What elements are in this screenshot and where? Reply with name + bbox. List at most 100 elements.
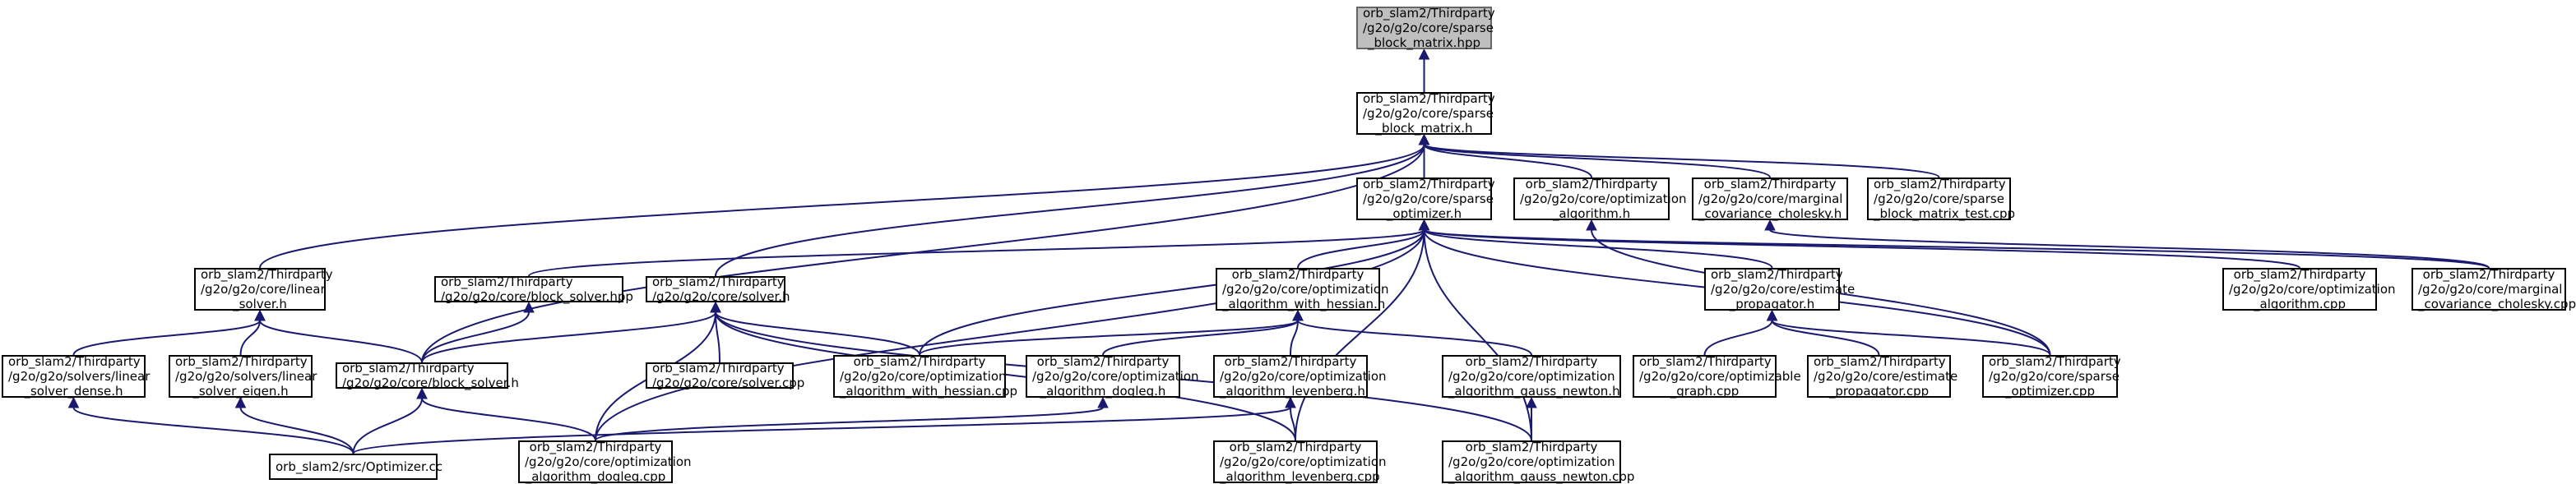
node-optimization-algorithm-dogleg-cpp[interactable]: orb_slam2/Thirdparty/g2o/g2o/core/optimi… (518, 440, 692, 484)
node-optimization-algorithm-with-hessian-cpp[interactable]: orb_slam2/Thirdparty/g2o/g2o/core/optimi… (833, 354, 1018, 399)
node-label-line: _block_matrix_test.cpp (1874, 206, 2016, 221)
dependency-arrowhead (234, 396, 247, 408)
node-marginal-covariance-cholesky-cpp[interactable]: orb_slam2/Thirdparty/g2o/g2o/core/margin… (2412, 267, 2576, 311)
node-label-line: /g2o/g2o/core/optimization (1220, 454, 1387, 469)
node-marginal-covariance-cholesky-h[interactable]: orb_slam2/Thirdparty/g2o/g2o/core/margin… (1692, 177, 1848, 221)
node-label-line: orb_slam2/src/Optimizer.cc (276, 459, 443, 474)
node-sparse-optimizer-cpp[interactable]: orb_slam2/Thirdparty/g2o/g2o/core/sparse… (1982, 354, 2121, 399)
dependency-edge (1297, 320, 1532, 356)
node-optimization-algorithm-gauss-newton-cpp[interactable]: orb_slam2/Thirdparty/g2o/g2o/core/optimi… (1442, 440, 1634, 484)
dependency-edge (1771, 320, 1880, 356)
dependency-arrowhead (1418, 48, 1430, 60)
node-label-line: /g2o/g2o/core/sparse (1989, 369, 2120, 384)
node-label-line: orb_slam2/Thirdparty (1874, 177, 2006, 191)
dependency-edge (239, 320, 261, 356)
node-label-line: /g2o/g2o/core/block_solver.hpp (441, 289, 633, 304)
node-sparse-block-matrix-test-cpp[interactable]: orb_slam2/Thirdparty/g2o/g2o/core/sparse… (1867, 177, 2016, 221)
node-label-line: _covariance_cholesky.h (1698, 206, 1842, 221)
node-label-line: orb_slam2/Thirdparty (342, 361, 475, 376)
node-label-line: /g2o/g2o/core/optimization (1448, 369, 1615, 384)
dependency-arrowhead (1586, 219, 1597, 231)
node-label-line: /g2o/g2o/core/sparse (1363, 191, 1494, 206)
dependency-edge (919, 229, 1425, 356)
node-block-solver-hpp[interactable]: orb_slam2/Thirdparty/g2o/g2o/core/block_… (434, 274, 633, 304)
node-label-line: _algorithm_with_hessian.cpp (840, 384, 1018, 399)
dependency-arrowhead (710, 301, 721, 313)
dependency-edge (1295, 229, 1425, 441)
dependency-edge (421, 311, 716, 363)
dependency-edge (72, 320, 261, 356)
node-label-line: /g2o/g2o/core/estimate (1814, 369, 1958, 384)
node-label-line: /g2o/g2o/core/optimization (1220, 369, 1387, 384)
node-label-line: /g2o/g2o/core/sparse (1363, 21, 1494, 35)
node-optimization-algorithm-cpp[interactable]: orb_slam2/Thirdparty/g2o/g2o/core/optimi… (2222, 267, 2396, 311)
dependency-arrowhead (1097, 396, 1109, 408)
node-label-line: _solver_eigen.h (192, 384, 289, 399)
node-optimizable-graph-cpp[interactable]: orb_slam2/Thirdparty/g2o/g2o/core/optimi… (1633, 354, 1801, 399)
node-label-line: /g2o/g2o/core/optimizable (1639, 369, 1801, 384)
dependency-arrowhead (416, 387, 428, 399)
node-label-line: _optimizer.cpp (2005, 384, 2095, 399)
node-label-line: /g2o/g2o/core/sparse (1874, 191, 2004, 206)
dependency-edge (1423, 229, 2490, 269)
dependency-edge (72, 407, 354, 454)
node-label-line: _graph.cpp (1670, 384, 1740, 399)
dependency-edge (1102, 320, 1299, 356)
node-label-line: orb_slam2/Thirdparty (1989, 354, 2121, 369)
dependency-edge (919, 320, 1299, 356)
dependency-edge (595, 229, 1425, 441)
node-optimization-algorithm-levenberg-h[interactable]: orb_slam2/Thirdparty/g2o/g2o/core/optimi… (1213, 354, 1387, 399)
dependency-arrowhead (1285, 396, 1296, 408)
node-label-line: _solver_dense.h (24, 384, 123, 399)
node-label-line: orb_slam2/Thirdparty (652, 361, 785, 376)
node-label-line: orb_slam2/Thirdparty (201, 267, 333, 282)
node-optimization-algorithm-with-hessian-h[interactable]: orb_slam2/Thirdparty/g2o/g2o/core/optimi… (1216, 267, 1389, 311)
node-label-line: orb_slam2/Thirdparty (1363, 91, 1495, 106)
dependency-arrowhead (1526, 396, 1537, 408)
dependency-arrowhead (67, 396, 80, 408)
node-linear-solver-dense-h[interactable]: orb_slam2/Thirdparty/g2o/g2o/solvers/lin… (2, 354, 150, 399)
node-label-line: _block_matrix.hpp (1367, 35, 1480, 50)
node-linear-solver-eigen-h[interactable]: orb_slam2/Thirdparty/g2o/g2o/solvers/lin… (169, 354, 317, 399)
node-label-line: /g2o/g2o/core/optimization (525, 454, 692, 469)
node-label-line: orb_slam2/Thirdparty (1703, 177, 1837, 191)
node-estimate-propagator-cpp[interactable]: orb_slam2/Thirdparty/g2o/g2o/core/estima… (1807, 354, 1958, 399)
node-sparse-optimizer-h[interactable]: orb_slam2/Thirdparty/g2o/g2o/core/sparse… (1356, 177, 1495, 221)
dependency-edge (595, 407, 1104, 441)
node-estimate-propagator-h[interactable]: orb_slam2/Thirdparty/g2o/g2o/core/estima… (1704, 267, 1855, 311)
node-sparse-block-matrix-hpp: orb_slam2/Thirdparty/g2o/g2o/core/sparse… (1356, 6, 1495, 50)
node-label-line: /g2o/g2o/core/optimization (840, 369, 1007, 384)
node-sparse-block-matrix-h[interactable]: orb_slam2/Thirdparty/g2o/g2o/core/sparse… (1356, 91, 1495, 136)
node-label-line: /g2o/g2o/core/solver.h (652, 289, 790, 304)
node-label-line: _algorithm_levenberg.cpp (1220, 469, 1380, 484)
node-label-line: orb_slam2/Thirdparty (175, 354, 308, 369)
dependency-edge (1423, 144, 1592, 178)
node-optimization-algorithm-levenberg-cpp[interactable]: orb_slam2/Thirdparty/g2o/g2o/core/optimi… (1213, 440, 1387, 484)
dependency-edge (1423, 229, 1773, 269)
node-label-line: /g2o/g2o/core/block_solver.h (342, 376, 519, 390)
node-label-line: /g2o/g2o/core/sparse (1363, 106, 1494, 121)
node-label-line: orb_slam2/Thirdparty (1639, 354, 1772, 369)
node-label-line: /g2o/g2o/core/optimization (1222, 282, 1389, 297)
node-solver-h[interactable]: orb_slam2/Thirdparty/g2o/g2o/core/solver… (646, 274, 790, 304)
node-optimizer-cc[interactable]: orb_slam2/src/Optimizer.cc (269, 454, 443, 480)
node-label-line: orb_slam2/Thirdparty (1814, 354, 1946, 369)
node-label-line: _algorithm_with_hessian.h (1222, 297, 1386, 311)
dependency-arrowhead (1418, 219, 1430, 231)
node-label-line: orb_slam2/Thirdparty (2233, 267, 2366, 282)
dependency-edge (1290, 320, 1299, 356)
node-label-line: _solver.h (233, 297, 287, 311)
node-linear-solver-h[interactable]: orb_slam2/Thirdparty/g2o/g2o/core/linear… (194, 267, 333, 311)
node-optimization-algorithm-dogleg-h[interactable]: orb_slam2/Thirdparty/g2o/g2o/core/optimi… (1026, 354, 1199, 399)
node-optimization-algorithm-gauss-newton-h[interactable]: orb_slam2/Thirdparty/g2o/g2o/core/optimi… (1442, 354, 1621, 399)
node-label-line: orb_slam2/Thirdparty (1465, 440, 1598, 454)
dependency-edge (421, 398, 596, 441)
node-solver-cpp[interactable]: orb_slam2/Thirdparty/g2o/g2o/core/solver… (646, 361, 804, 390)
node-optimization-algorithm-h[interactable]: orb_slam2/Thirdparty/g2o/g2o/core/optimi… (1513, 177, 1687, 221)
node-block-solver-h[interactable]: orb_slam2/Thirdparty/g2o/g2o/core/block_… (336, 361, 519, 390)
node-label-line: _propagator.h (1729, 297, 1815, 311)
node-label-line: _algorithm_dogleg.h (1040, 384, 1166, 399)
node-label-line: orb_slam2/Thirdparty (652, 274, 785, 289)
dependency-edge (259, 320, 423, 363)
node-label-line: /g2o/g2o/core/marginal (2418, 282, 2563, 297)
